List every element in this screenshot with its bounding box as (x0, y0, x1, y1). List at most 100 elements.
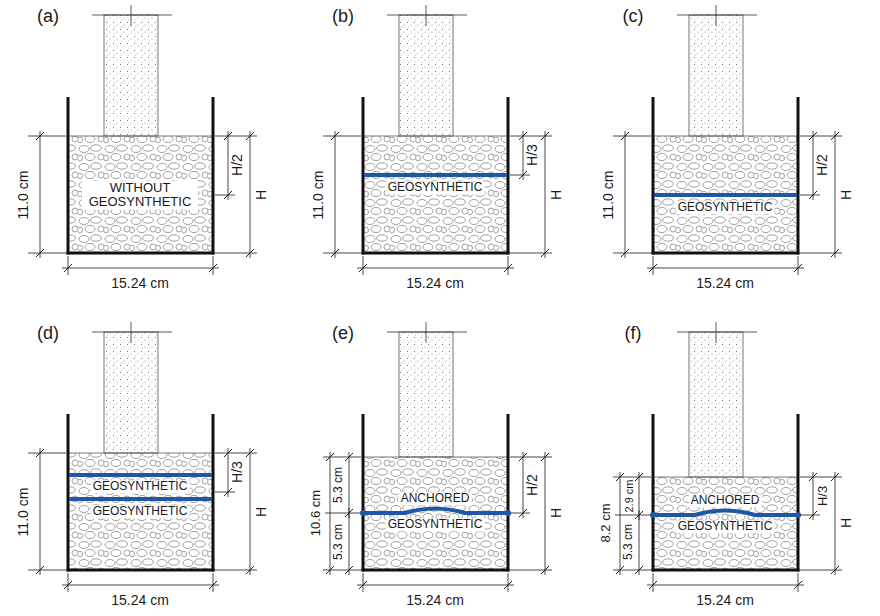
layer-label: GEOSYNTHETIC (91, 505, 190, 518)
layer-label: GEOSYNTHETIC (91, 480, 190, 493)
gravel-fill (363, 136, 508, 253)
soil-surface (68, 453, 213, 454)
layer-label: GEOSYNTHETIC (676, 520, 775, 533)
box-base (652, 569, 800, 572)
dimension-tick (64, 581, 72, 589)
column-axis-mark (716, 5, 717, 26)
box-wall (212, 97, 215, 255)
dimension-tick (621, 249, 629, 257)
dimension-tick (359, 581, 367, 589)
geosynthetic-layer (69, 497, 212, 501)
dimension-line (620, 472, 621, 575)
box-wall (797, 97, 800, 255)
dimension-tick (504, 581, 512, 589)
gravel-fill (653, 477, 798, 570)
dimension-tick (831, 132, 839, 140)
dimension-tick (541, 566, 549, 574)
dimension-label: H/3 (230, 461, 245, 483)
column-break-line (92, 15, 172, 16)
box-base (67, 569, 215, 572)
loading-column (104, 332, 158, 453)
box-wall (67, 97, 70, 255)
dimension-tick (246, 132, 254, 140)
loading-column (689, 15, 743, 136)
extension-line (68, 256, 69, 275)
dimension-line (335, 131, 336, 258)
dimension-line (228, 448, 229, 497)
dimension-tick (621, 132, 629, 140)
dimension-label: 5.3 cm (332, 467, 345, 503)
dimension-label: H/3 (525, 144, 540, 166)
dimension-tick (809, 191, 817, 199)
extension-line (653, 573, 654, 592)
dimension-label: H/2 (525, 474, 540, 496)
dimension-tick (331, 132, 339, 140)
box-base (67, 252, 215, 255)
dimension-tick (36, 449, 44, 457)
extension-line (613, 253, 651, 254)
extension-line (613, 570, 651, 571)
dimension-tick (649, 581, 657, 589)
panel-letter: (c) (623, 7, 644, 27)
dimension-tick (635, 473, 643, 481)
extension-line (800, 515, 820, 516)
dimension-line (228, 131, 229, 200)
soil-surface (68, 136, 213, 137)
layer-label: GEOSYNTHETIC (676, 201, 775, 214)
soil-surface (363, 136, 508, 137)
extension-line (323, 457, 361, 458)
extension-line (213, 573, 214, 592)
anchor-point (360, 510, 366, 516)
dimension-label: H/3 (816, 486, 830, 506)
geosynthetic-layer (654, 511, 797, 516)
dimension-tick (831, 473, 839, 481)
dimension-line (523, 452, 524, 518)
soil-surface (653, 136, 798, 137)
dimension-line (250, 131, 251, 258)
loading-column (399, 15, 453, 136)
dimension-tick (794, 264, 802, 272)
layer-label: GEOSYNTHETIC (386, 518, 485, 531)
dimension-label: 2.9 cm (623, 479, 635, 512)
dimension-label: H (839, 190, 854, 200)
dimension-label: 8.2 cm (599, 503, 613, 542)
extension-line (28, 453, 66, 454)
dimension-tick (649, 264, 657, 272)
extension-line (323, 570, 361, 571)
dimension-label: 15.24 cm (696, 276, 754, 291)
gravel-fill (68, 453, 213, 570)
column-break-line (387, 332, 467, 333)
extension-line (68, 573, 69, 592)
panel-letter: (b) (332, 7, 354, 27)
dimension-line (835, 131, 836, 258)
loading-column (399, 332, 453, 457)
dimension-tick (345, 566, 353, 574)
dimension-tick (504, 264, 512, 272)
extension-line (215, 492, 235, 493)
extension-line (213, 256, 214, 275)
extension-line (613, 136, 651, 137)
dimension-tick (809, 132, 817, 140)
box-wall (362, 414, 365, 572)
extension-line (215, 195, 235, 196)
dimension-tick (326, 566, 334, 574)
dimension-line (357, 268, 514, 269)
extension-line (508, 256, 509, 275)
geosynthetic-layer (654, 193, 797, 197)
panel-letter: (d) (37, 324, 59, 344)
dimension-line (813, 472, 814, 520)
dimension-tick (831, 566, 839, 574)
dimension-tick (345, 509, 353, 517)
extension-line (798, 573, 799, 592)
dimension-label: H (549, 508, 564, 518)
dimension-tick (246, 566, 254, 574)
gravel-fill (653, 136, 798, 253)
layer-label: GEOSYNTHETIC (386, 181, 485, 194)
box-base (362, 252, 510, 255)
dimension-tick (224, 488, 232, 496)
dimension-line (835, 472, 836, 575)
dimension-tick (326, 453, 334, 461)
dimension-tick (36, 132, 44, 140)
dimension-tick (224, 191, 232, 199)
extension-line (28, 570, 66, 571)
